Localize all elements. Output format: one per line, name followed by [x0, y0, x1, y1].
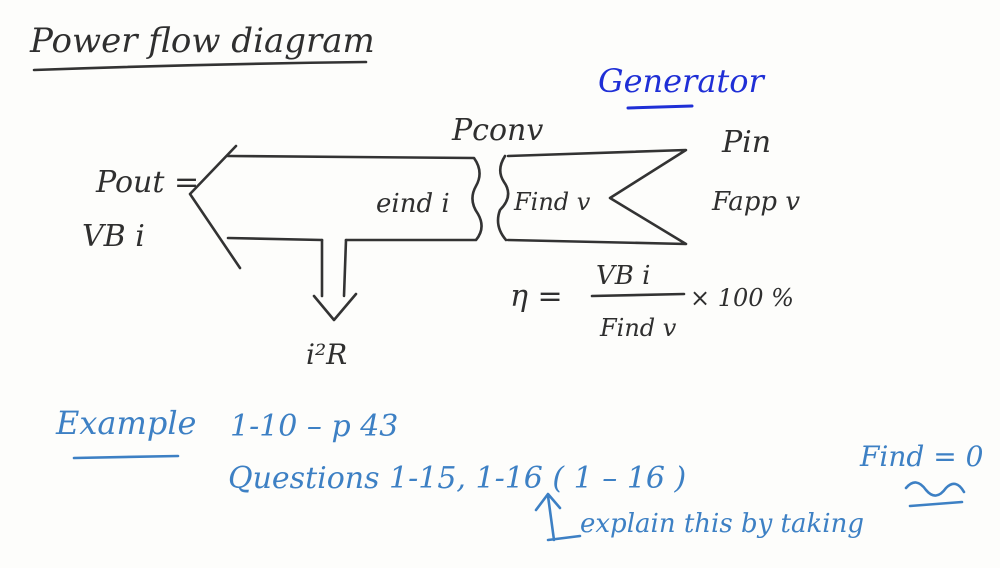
example-underline	[72, 454, 180, 460]
label-f-app-v: Fapp v	[711, 187, 800, 217]
efficiency-symbol: η =	[510, 279, 563, 314]
note-example-ref: 1-10 – p 43	[230, 409, 398, 444]
scribble-mark	[904, 481, 966, 508]
label-e-ind-i: eind i	[376, 189, 450, 219]
title-underline	[32, 60, 368, 72]
label-p-conv: Pconv	[451, 113, 543, 148]
note-find-zero: Find = 0	[859, 440, 983, 473]
efficiency-denominator: Find v	[599, 314, 677, 342]
efficiency-factor: × 100 %	[690, 284, 794, 312]
label-vb-i: VB i	[82, 219, 145, 254]
diagram-title: Power flow diagram	[29, 21, 375, 61]
efficiency-formula: η = VB i Find v × 100 %	[510, 261, 794, 342]
label-f-ind-v: Find v	[513, 188, 591, 216]
explain-arrow	[534, 492, 582, 542]
label-p-out: Pout =	[95, 165, 199, 200]
machine-heading: Generator	[598, 62, 766, 100]
label-p-in: Pin	[721, 125, 771, 160]
note-questions: Questions 1-15, 1-16 ( 1 – 16 )	[228, 461, 686, 496]
label-loss: i²R	[306, 338, 347, 371]
output-power-arrow	[188, 144, 483, 322]
machine-underline	[626, 104, 694, 110]
fraction-bar	[590, 292, 686, 298]
efficiency-numerator: VB i	[596, 261, 650, 291]
note-explain: explain this by taking	[580, 509, 864, 539]
note-example: Example	[55, 404, 196, 442]
input-power-arrow	[496, 148, 688, 246]
